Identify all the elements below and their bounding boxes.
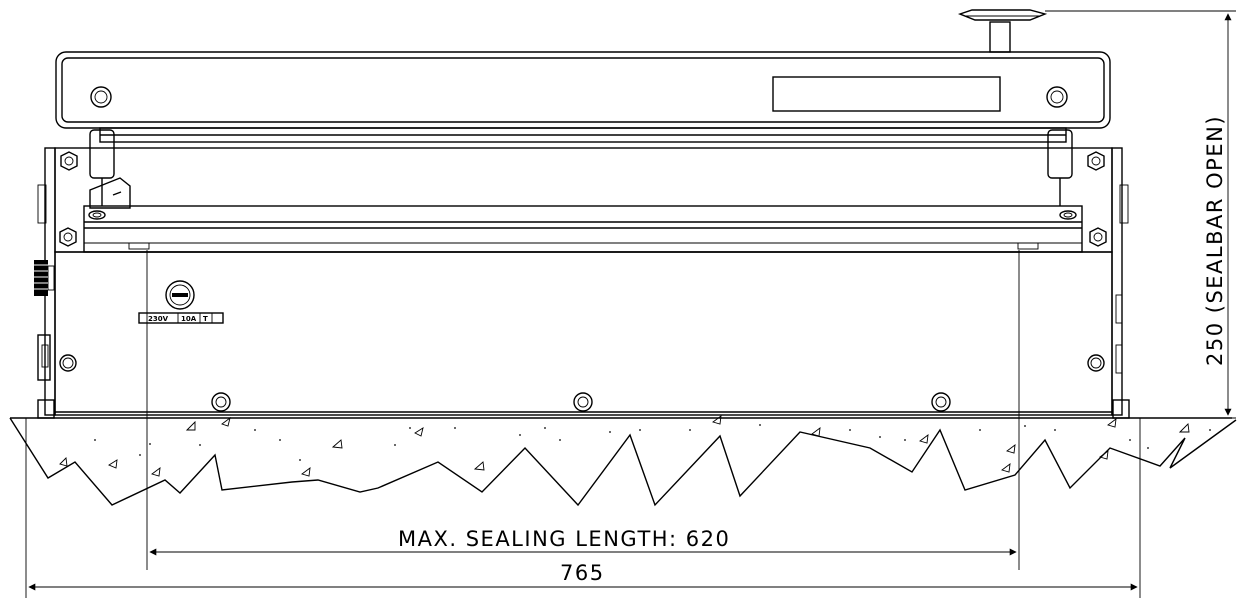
sealing-length-dimension: MAX. SEALING LENGTH: 620 <box>146 250 1020 570</box>
fuse-holder <box>165 280 195 310</box>
lower-seal-bar <box>83 205 1083 253</box>
ground-section <box>9 415 1237 507</box>
concrete-dots <box>94 424 1211 461</box>
rating-current: 10A <box>181 315 197 323</box>
handle <box>957 9 1048 53</box>
bolt-heads <box>59 151 1107 412</box>
rating-voltage: 230V <box>148 315 169 323</box>
rating-plate: 230V 10A T <box>138 312 224 324</box>
hinge-posts <box>89 129 1073 206</box>
overall-width-dimension: 765 <box>25 418 1141 598</box>
rotary-knob <box>34 260 55 296</box>
overall-width-label: 765 <box>560 561 605 585</box>
sealing-length-label: MAX. SEALING LENGTH: 620 <box>398 527 730 551</box>
height-dimension-label: 250 (SEALBAR OPEN) <box>1203 115 1227 366</box>
aggregate-marks <box>59 415 1190 477</box>
rating-type: T <box>203 315 208 323</box>
base-housing <box>37 147 1130 419</box>
power-switch <box>89 177 131 209</box>
upper-seal-arm <box>55 51 1111 143</box>
cable-connector <box>37 334 51 381</box>
height-dimension: 250 (SEALBAR OPEN) <box>1045 10 1236 419</box>
